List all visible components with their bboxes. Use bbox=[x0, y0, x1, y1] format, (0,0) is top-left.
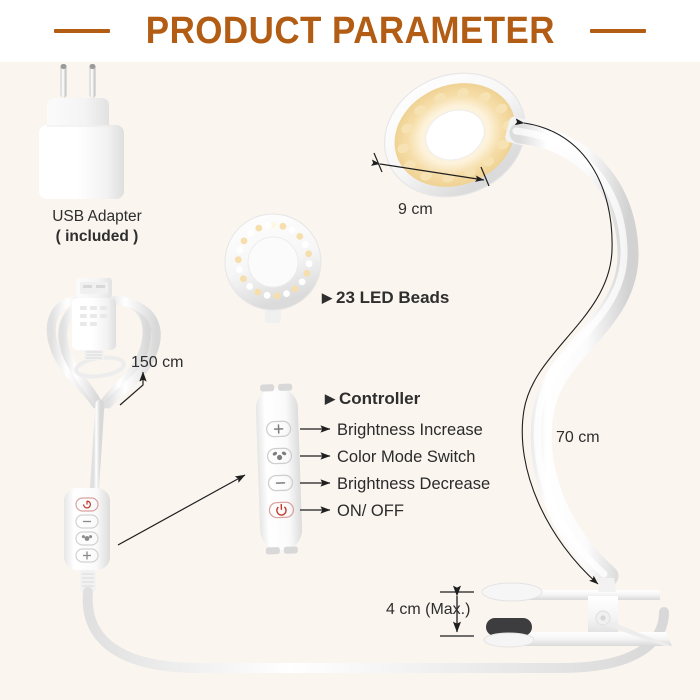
led-beads-label: 23 LED Beads bbox=[336, 288, 450, 307]
function-label-brightness-increase: Brightness Increase bbox=[337, 421, 483, 439]
function-label-on-off: ON/ OFF bbox=[337, 502, 404, 520]
label-70cm: 70 cm bbox=[556, 429, 600, 446]
usb-adapter-label: USB Adapter ( included ) bbox=[32, 207, 162, 247]
label-9cm: 9 cm bbox=[398, 201, 433, 218]
led-beads-callout: ▶ 23 LED Beads bbox=[322, 287, 449, 308]
triangle-marker-icon-2: ▶ bbox=[325, 391, 335, 406]
label-150cm: 150 cm bbox=[131, 354, 184, 371]
header: PRODUCT PARAMETER bbox=[0, 0, 700, 62]
usb-adapter-included: ( included ) bbox=[55, 228, 139, 246]
usb-adapter-title: USB Adapter bbox=[52, 208, 142, 225]
function-label-brightness-decrease: Brightness Decrease bbox=[337, 475, 491, 493]
controller-callout: ▶ Controller bbox=[325, 388, 420, 409]
body-background bbox=[0, 62, 700, 700]
decorative-rule-left-icon bbox=[53, 29, 110, 33]
function-label-color-mode-switch: Color Mode Switch bbox=[337, 448, 476, 466]
triangle-marker-icon: ▶ bbox=[322, 290, 332, 305]
controller-title: Controller bbox=[339, 389, 421, 408]
decorative-rule-right-icon bbox=[590, 29, 647, 33]
page-title: PRODUCT PARAMETER bbox=[145, 9, 555, 52]
label-4cm-max: 4 cm (Max.) bbox=[386, 601, 471, 618]
